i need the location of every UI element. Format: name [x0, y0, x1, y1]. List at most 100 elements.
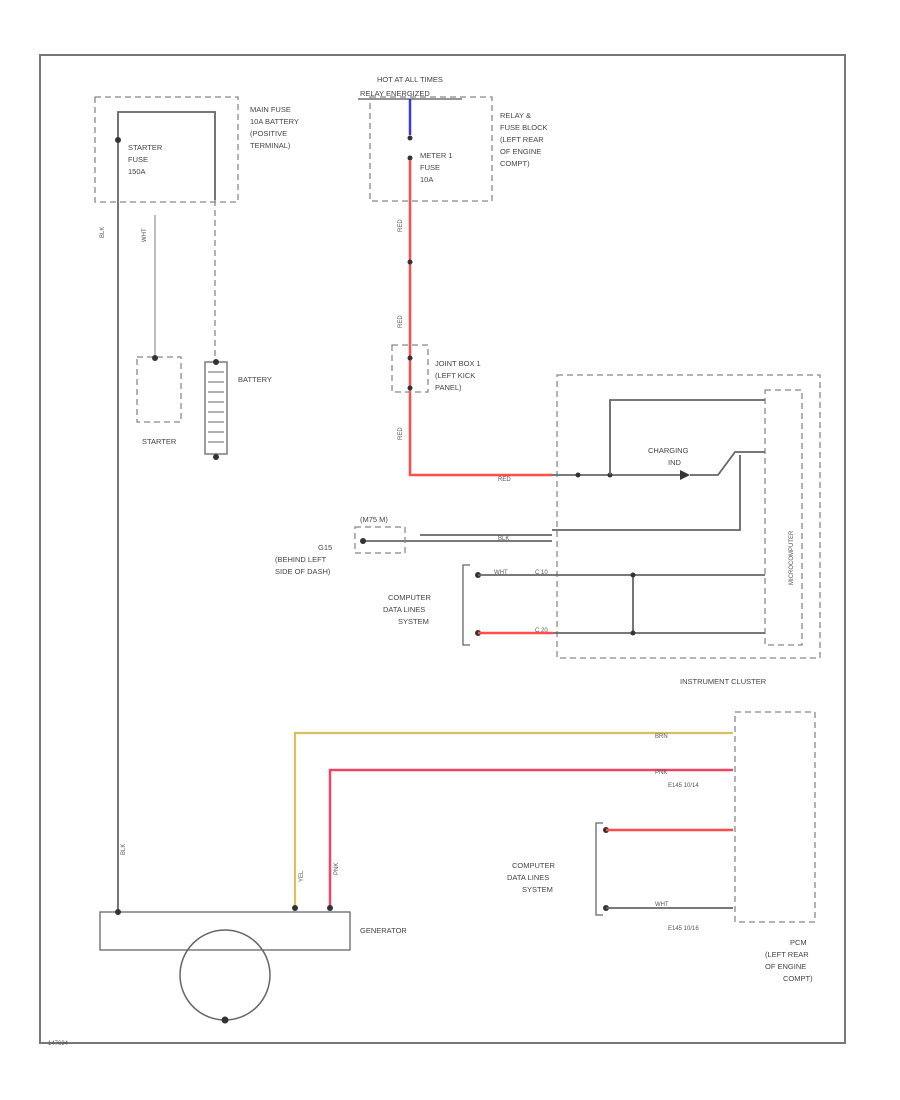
microcomputer-box [764, 389, 803, 646]
microcomputer-label: MICROCOMPUTER [789, 530, 795, 585]
red-wire-splice-1 [407, 259, 413, 265]
relay-block-label1: RELAY & [500, 111, 531, 120]
relay-block-label5: COMPT) [500, 159, 530, 168]
pin-label-c20: C 20 [535, 628, 548, 634]
instrument-cluster-box [556, 374, 821, 659]
diagram-border [39, 54, 846, 1044]
main-fuse-loc2: (POSITIVE [250, 129, 287, 138]
pcm-label3: OF ENGINE [765, 962, 806, 971]
data-lines-2-label-c: SYSTEM [522, 885, 553, 894]
wire-label-red-cluster: RED [498, 477, 511, 483]
wire-label-blk-wht: BLK [498, 536, 509, 542]
wire-label-wht: WHT [494, 570, 508, 576]
meter-fuse-label1: METER 1 [420, 151, 453, 160]
wire-label-red2: RED [398, 315, 404, 328]
pcm-label4: COMPT) [783, 974, 813, 983]
pcm-label1: PCM [790, 938, 807, 947]
cluster-ground-line [552, 455, 741, 531]
battery-negative [213, 454, 219, 460]
data-splice-1 [630, 572, 636, 578]
red-wire-meter-fuse-to-cluster [408, 160, 552, 477]
ground-code-label: G15 [318, 543, 332, 552]
relay-block-label2: FUSE BLOCK [500, 123, 548, 132]
instrument-cluster-label: INSTRUMENT CLUSTER [680, 677, 767, 686]
starter-fuse-label2: FUSE [128, 155, 148, 164]
meter-fuse-label3: 10A [420, 175, 433, 184]
joint-box-terminal-bottom [407, 385, 413, 391]
generator-circle [179, 929, 271, 1021]
wire-label-red3: RED [398, 427, 404, 440]
main-fuse-box [94, 96, 239, 203]
joint-box-label3: PANEL) [435, 383, 462, 392]
yellow-wire-generator-to-pcm [293, 731, 733, 908]
generator-terminal-pnk [327, 905, 333, 911]
battery-cells [208, 371, 224, 443]
meter-fuse-label2: FUSE [420, 163, 440, 172]
joint-box-1 [391, 344, 429, 393]
main-fuse-label: MAIN FUSE [250, 105, 291, 114]
cluster-splice-1 [575, 472, 581, 478]
pcm-conn-label-b: E145 10/16 [668, 926, 699, 932]
data-lines-2-label-b: DATA LINES [507, 873, 549, 882]
cluster-power-to-micro [609, 399, 765, 475]
ground-conn-label: (M75 M) [360, 515, 388, 524]
main-fuse-internal-wire [117, 111, 216, 200]
data-lines-1-label-b: DATA LINES [383, 605, 425, 614]
pcm-label2: (LEFT REAR [765, 950, 809, 959]
charging-ind-label1: CHARGING [648, 446, 689, 455]
data-lines-1-label-c: SYSTEM [398, 617, 429, 626]
ground-g15-terminal [360, 538, 366, 544]
data-lines-1-label-a: COMPUTER [388, 593, 432, 602]
battery-label: BATTERY [238, 375, 272, 384]
starter-terminal [152, 355, 158, 361]
starter-box [136, 356, 182, 423]
wire-label-red: RED [398, 219, 404, 232]
data-splice-2 [630, 630, 636, 636]
relay-block-label3: (LEFT REAR [500, 135, 544, 144]
charging-ind-diode [680, 470, 690, 480]
main-fuse-loc3: TERMINAL) [250, 141, 291, 150]
main-fuse-loc1: 10A BATTERY [250, 117, 299, 126]
relay-energized-label: RELAY ENERGIZED [360, 89, 430, 98]
ground-connector-box [354, 526, 406, 554]
wire-label-pnk2: PNK [334, 863, 340, 875]
relay-block-label4: OF ENGINE [500, 147, 541, 156]
wire-label-yel: YEL [299, 870, 305, 882]
wire-label-wht2: WHT [655, 902, 669, 908]
generator-label: GENERATOR [360, 926, 407, 935]
wire-label-pnk: PNK [655, 770, 667, 776]
pcm-conn-label-a: E145 10/14 [668, 783, 699, 789]
starter-label: STARTER [142, 437, 177, 446]
data-lines-bracket-1 [462, 564, 470, 646]
battery-symbol [204, 361, 228, 455]
wire-label-blk-grn: BLK [121, 844, 127, 855]
joint-box-terminal-top [407, 355, 413, 361]
ground-loc-label2: SIDE OF DASH) [275, 567, 331, 576]
wire-label-wht-blk: WHT [142, 228, 148, 242]
meter-fuse-top-terminal [407, 135, 413, 141]
starter-fuse-label3: 150A [128, 167, 146, 176]
wire-label-brn: BRN [655, 734, 668, 740]
generator-ground-terminal [221, 1016, 229, 1024]
charging-ind-to-micro [690, 451, 765, 476]
generator-b-terminal [115, 909, 121, 915]
pin-label-c10: C 10 [535, 570, 548, 576]
charging-ind-label2: IND [668, 458, 682, 467]
battery-positive [213, 359, 219, 365]
figure-code: 147694 [48, 1041, 69, 1047]
relay-fuse-block-box [369, 96, 493, 202]
pcm-box [734, 711, 816, 923]
wire-label-blk: BLK [100, 227, 106, 238]
data-lines-bracket-2 [595, 822, 603, 916]
ground-loc-label1: (BEHIND LEFT [275, 555, 327, 564]
starter-fuse-label1: STARTER [128, 143, 163, 152]
pink-wire-generator-to-pcm [328, 768, 733, 908]
hot-label: HOT AT ALL TIMES [377, 75, 443, 84]
starter-fuse-terminal [115, 137, 121, 143]
joint-box-label1: JOINT BOX 1 [435, 359, 481, 368]
generator-terminal-yel [292, 905, 298, 911]
generator-body [99, 911, 351, 951]
meter-fuse-mid-terminal [407, 155, 413, 161]
joint-box-label2: (LEFT KICK [435, 371, 475, 380]
